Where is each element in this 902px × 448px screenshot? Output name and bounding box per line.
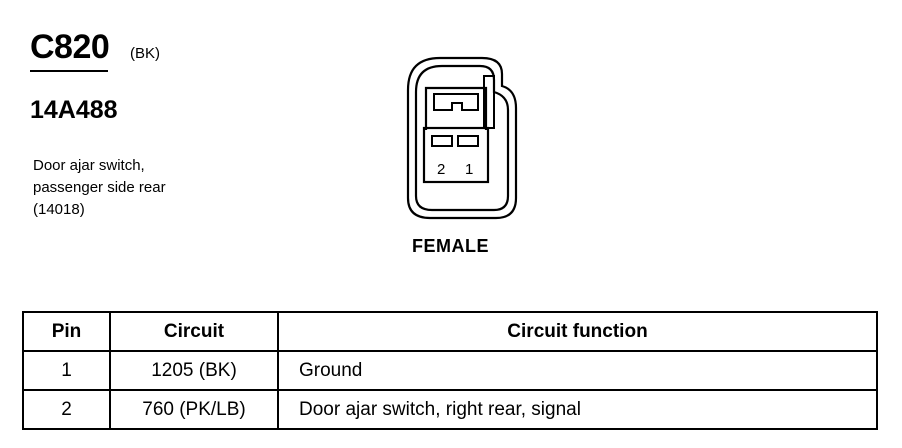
- connector-view-label: FEMALE: [412, 236, 489, 256]
- header-circuit: Circuit: [109, 311, 279, 352]
- description-line: (14018): [33, 201, 85, 218]
- cell-function: Door ajar switch, right rear, signal: [277, 389, 878, 430]
- table-header-row: Pin Circuit Circuit function: [22, 311, 878, 352]
- description-line: Door ajar switch,: [33, 157, 145, 174]
- connector-id-underline: [30, 70, 108, 72]
- cell-circuit: 1205 (BK): [109, 350, 279, 391]
- cell-function: Ground: [277, 350, 878, 391]
- connector-key-notch: [433, 93, 479, 111]
- connector-id: C820: [30, 28, 110, 66]
- connector-face-diagram: 2 1: [406, 56, 518, 220]
- table-row: 1 1205 (BK) Ground: [22, 350, 878, 391]
- cell-pin: 1: [22, 350, 111, 391]
- pin-1-label: 1: [465, 161, 473, 178]
- part-number: 14A488: [30, 96, 118, 124]
- description-line: passenger side rear: [33, 179, 166, 196]
- connector-pin-area: [422, 126, 490, 184]
- connector-cavity-block: [424, 86, 488, 130]
- cell-pin: 2: [22, 389, 111, 430]
- header-pin: Pin: [22, 311, 111, 352]
- pin-2-label: 2: [437, 161, 445, 178]
- connector-outer-housing: [406, 56, 518, 220]
- connector-color: (BK): [130, 45, 160, 62]
- pinout-table: Pin Circuit Circuit function 1 1205 (BK)…: [22, 311, 878, 430]
- connector-inner-housing: [414, 64, 510, 212]
- cell-circuit: 760 (PK/LB): [109, 389, 279, 430]
- header-circuit-function: Circuit function: [277, 311, 878, 352]
- pin-1-terminal: [457, 135, 479, 147]
- connector-description: Door ajar switch, passenger side rear (1…: [33, 155, 166, 221]
- table-row: 2 760 (PK/LB) Door ajar switch, right re…: [22, 389, 878, 430]
- pin-2-terminal: [431, 135, 453, 147]
